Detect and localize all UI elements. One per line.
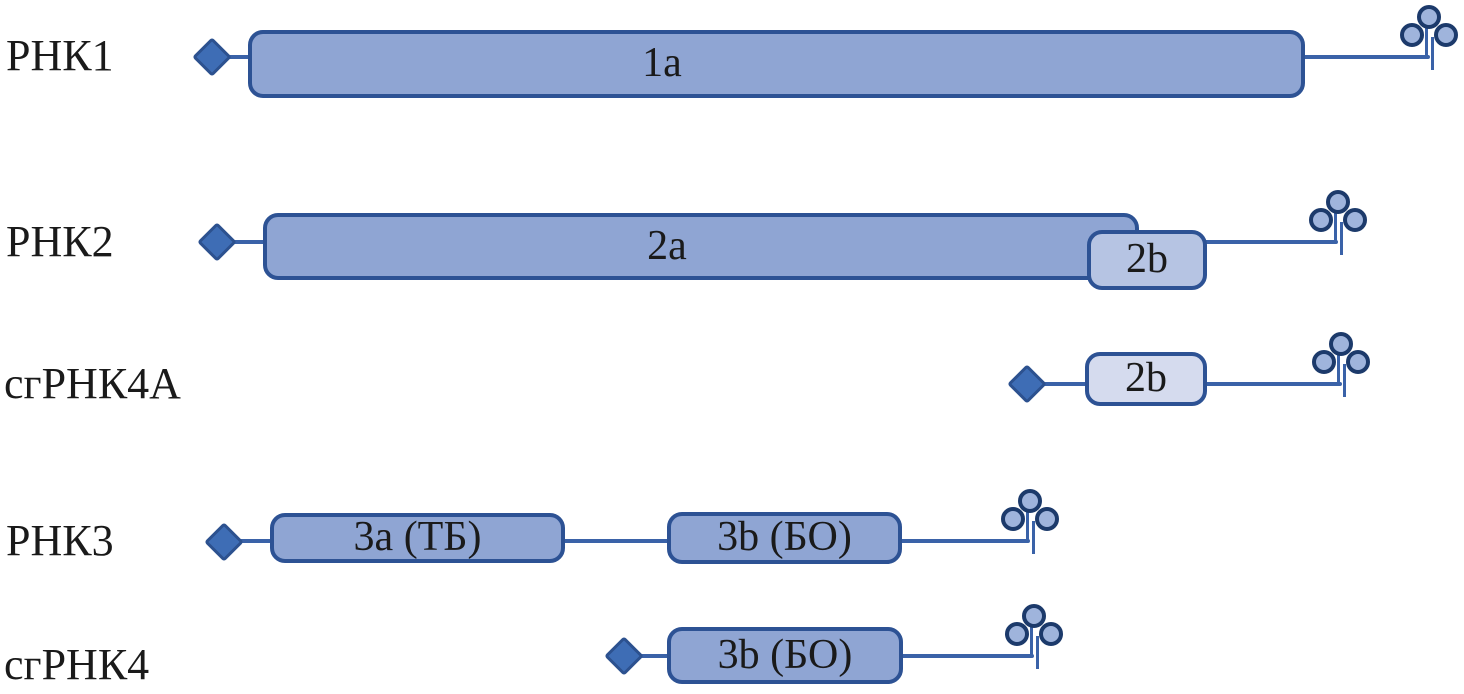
trna-cloverleaf-icon <box>1000 489 1060 565</box>
rna-line <box>223 240 269 244</box>
row-label-rnk2: РНК2 <box>6 217 114 266</box>
orf-box-3a: 3a (ТБ) <box>270 513 565 563</box>
clover-stem-tick <box>1032 521 1035 554</box>
clover-lobe <box>1001 507 1025 531</box>
clover-stem-tick <box>1036 636 1039 669</box>
orf-label: 1a <box>642 40 682 87</box>
orf-label: 2b <box>1126 236 1168 283</box>
clover-lobe <box>1035 507 1059 531</box>
row-label-rnk3: РНК3 <box>6 516 114 565</box>
rna-line <box>560 539 671 543</box>
cap-diamond-icon <box>192 37 232 77</box>
row-label-sgrnk4: сгРНК4 <box>4 640 150 689</box>
rna-line <box>898 539 1030 543</box>
clover-lobe <box>1329 332 1353 356</box>
clover-stem-tick <box>1431 37 1434 70</box>
orf-box-3b: 3b (БО) <box>667 512 902 564</box>
rna-line <box>1033 382 1089 386</box>
clover-lobe <box>1309 208 1333 232</box>
clover-lobe <box>1312 350 1336 374</box>
clover-stem-tick <box>1343 364 1346 397</box>
clover-lobe <box>1417 5 1441 29</box>
clover-stem <box>1425 25 1428 57</box>
clover-lobe <box>1018 489 1042 513</box>
rna-line <box>218 55 254 59</box>
orf-label: 3b (БО) <box>717 631 853 678</box>
orf-box-1a: 1a <box>248 30 1305 98</box>
rna-line <box>1302 55 1430 59</box>
rna-line <box>1203 382 1342 386</box>
orf-label: 2a <box>647 222 687 269</box>
rna-line <box>899 654 1034 658</box>
clover-lobe <box>1434 23 1458 47</box>
clover-lobe <box>1022 604 1046 628</box>
orf-label: 2b <box>1125 355 1167 402</box>
orf-label: 3a (ТБ) <box>353 514 482 561</box>
cap-diamond-icon <box>604 636 644 676</box>
row-label-sgrnk4a: сгРНК4А <box>4 359 181 408</box>
orf-box-3b: 3b (БО) <box>667 627 903 684</box>
clover-lobe <box>1039 622 1063 646</box>
clover-stem <box>1026 509 1029 541</box>
orf-box-2a: 2a <box>263 213 1139 280</box>
clover-stem <box>1334 210 1337 242</box>
row-label-rnk1: РНК1 <box>6 31 114 80</box>
cap-diamond-icon <box>197 222 237 262</box>
clover-lobe <box>1326 190 1350 214</box>
rna-line <box>230 539 274 543</box>
trna-cloverleaf-icon <box>1399 5 1459 81</box>
clover-lobe <box>1400 23 1424 47</box>
clover-lobe <box>1343 208 1367 232</box>
orf-label: 3b (БО) <box>717 514 852 561</box>
clover-stem <box>1337 352 1340 384</box>
clover-lobe <box>1005 622 1029 646</box>
rna-line <box>1196 240 1338 244</box>
clover-lobe <box>1346 350 1370 374</box>
cap-diamond-icon <box>1007 364 1047 404</box>
trna-cloverleaf-icon <box>1308 190 1368 266</box>
trna-cloverleaf-icon <box>1004 604 1064 680</box>
rna-line <box>630 654 671 658</box>
orf-box-2b: 2b <box>1087 230 1207 290</box>
clover-stem <box>1030 624 1033 656</box>
trna-cloverleaf-icon <box>1311 332 1371 408</box>
cap-diamond-icon <box>204 522 244 562</box>
clover-stem-tick <box>1340 222 1343 255</box>
orf-box-2b: 2b <box>1085 352 1207 406</box>
